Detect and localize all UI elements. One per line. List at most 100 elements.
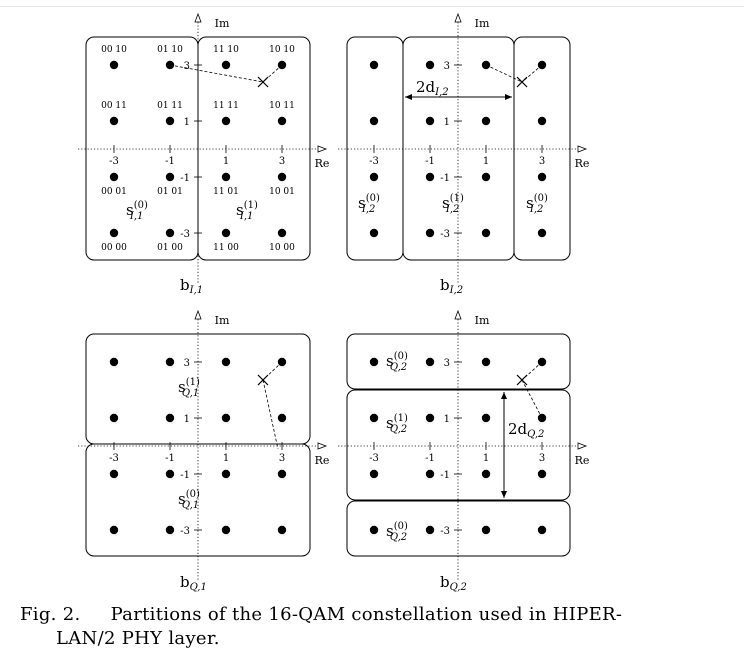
constellation-point bbox=[109, 60, 119, 70]
y-tick-label: -3 bbox=[440, 526, 450, 537]
constellation-point bbox=[481, 172, 491, 182]
subset-region bbox=[346, 333, 571, 390]
received-point-cross-icon bbox=[516, 76, 528, 88]
subset-symbol: s(0)Q,2 bbox=[386, 521, 408, 543]
constellation-point bbox=[109, 469, 119, 479]
caption-text-line2: LAN/2 PHY layer. bbox=[56, 628, 220, 649]
bit-label: 11 11 bbox=[213, 101, 239, 111]
constellation-point bbox=[481, 413, 491, 423]
subset-region bbox=[513, 36, 571, 261]
imag-axis-arrow-icon bbox=[194, 309, 202, 320]
y-tick-label: 3 bbox=[444, 61, 450, 72]
constellation-point bbox=[481, 116, 491, 126]
bit-label: 00 00 bbox=[101, 243, 127, 253]
constellation-point bbox=[369, 357, 379, 367]
constellation-point bbox=[369, 413, 379, 423]
constellation-point bbox=[369, 116, 379, 126]
constellation-point bbox=[481, 357, 491, 367]
y-tick-label: -1 bbox=[440, 470, 450, 481]
constellation-point bbox=[165, 116, 175, 126]
constellation-point bbox=[221, 228, 231, 238]
constellation-point bbox=[109, 357, 119, 367]
constellation-point bbox=[369, 60, 379, 70]
y-tick-label: 1 bbox=[444, 117, 450, 128]
subset-symbol: s(1)I,1 bbox=[236, 200, 258, 222]
arrowhead-icon bbox=[501, 392, 507, 399]
constellation-point bbox=[277, 525, 287, 535]
real-axis-arrow-icon bbox=[577, 442, 588, 450]
y-tick-label: 1 bbox=[184, 117, 190, 128]
real-axis-arrow-icon bbox=[317, 442, 328, 450]
constellation-point bbox=[369, 228, 379, 238]
distance-line bbox=[485, 64, 523, 83]
real-axis-arrow-icon bbox=[317, 145, 328, 153]
bit-label: 00 10 bbox=[101, 45, 127, 55]
x-tick-label: 3 bbox=[539, 156, 545, 167]
panel-label: bI,2 bbox=[440, 276, 463, 296]
distance-label: 2dQ,2 bbox=[508, 420, 544, 440]
bit-label: 00 11 bbox=[101, 101, 127, 111]
constellation-point bbox=[221, 172, 231, 182]
caption-label: Fig. 2. bbox=[20, 604, 81, 625]
real-axis-label: Re bbox=[575, 454, 590, 467]
constellation-point bbox=[277, 228, 287, 238]
y-tick-label: 3 bbox=[444, 358, 450, 369]
x-tick-label: 1 bbox=[483, 453, 489, 464]
constellation-point bbox=[425, 357, 435, 367]
constellation-point bbox=[369, 469, 379, 479]
bit-label: 01 01 bbox=[157, 187, 183, 197]
bit-label: 01 10 bbox=[157, 45, 183, 55]
imag-axis-label: Im bbox=[215, 17, 230, 30]
y-tick-label: -3 bbox=[180, 526, 190, 537]
constellation-point bbox=[369, 525, 379, 535]
figure-caption: Fig. 2. Partitions of the 16-QAM constel… bbox=[20, 603, 720, 651]
constellation-point bbox=[165, 469, 175, 479]
y-tick-label: 1 bbox=[444, 414, 450, 425]
imag-axis-arrow-icon bbox=[454, 12, 462, 23]
constellation-point bbox=[369, 172, 379, 182]
top-rule bbox=[0, 0, 744, 7]
subset-region bbox=[85, 36, 199, 261]
constellation-point bbox=[277, 116, 287, 126]
y-tick-label: 1 bbox=[184, 414, 190, 425]
bit-label: 10 00 bbox=[269, 243, 295, 253]
distance-line bbox=[521, 379, 543, 419]
subset-symbol: s(1)I,2 bbox=[442, 193, 464, 215]
x-tick-label: -1 bbox=[425, 156, 435, 167]
constellation-point bbox=[221, 469, 231, 479]
x-tick-label: 3 bbox=[539, 453, 545, 464]
y-tick-label: 3 bbox=[184, 61, 190, 72]
arrowhead-icon bbox=[505, 94, 512, 100]
panel-label: bI,1 bbox=[180, 276, 203, 296]
constellation-point bbox=[221, 357, 231, 367]
bit-label: 10 10 bbox=[269, 45, 295, 55]
bit-label: 11 00 bbox=[213, 243, 239, 253]
y-tick-label: -3 bbox=[180, 229, 190, 240]
constellation-point bbox=[165, 413, 175, 423]
caption-text-line1: Partitions of the 16-QAM constellation u… bbox=[110, 604, 623, 625]
y-tick-label: -1 bbox=[180, 470, 190, 481]
subset-symbol: s(1)Q,1 bbox=[178, 377, 200, 399]
constellation-point bbox=[221, 413, 231, 423]
arrowhead-icon bbox=[405, 94, 412, 100]
received-point-cross-icon bbox=[516, 374, 528, 386]
imag-axis-label: Im bbox=[215, 314, 230, 327]
x-tick-label: -3 bbox=[109, 453, 119, 464]
subset-symbol: s(0)I,1 bbox=[126, 200, 148, 222]
subset-region bbox=[85, 443, 311, 557]
x-tick-label: 1 bbox=[223, 453, 229, 464]
subset-symbol: s(0)Q,1 bbox=[178, 489, 200, 511]
bit-label: 10 11 bbox=[269, 101, 295, 111]
x-tick-label: 1 bbox=[483, 156, 489, 167]
constellation-point bbox=[537, 116, 547, 126]
distance-label: 2dI,2 bbox=[416, 78, 449, 98]
subset-region bbox=[346, 500, 571, 557]
constellation-point bbox=[537, 172, 547, 182]
constellation-point bbox=[109, 172, 119, 182]
x-tick-label: -3 bbox=[109, 156, 119, 167]
subset-symbol: s(1)Q,2 bbox=[386, 413, 408, 435]
x-tick-label: -1 bbox=[165, 453, 175, 464]
constellation-point bbox=[221, 525, 231, 535]
x-tick-label: 3 bbox=[279, 156, 285, 167]
